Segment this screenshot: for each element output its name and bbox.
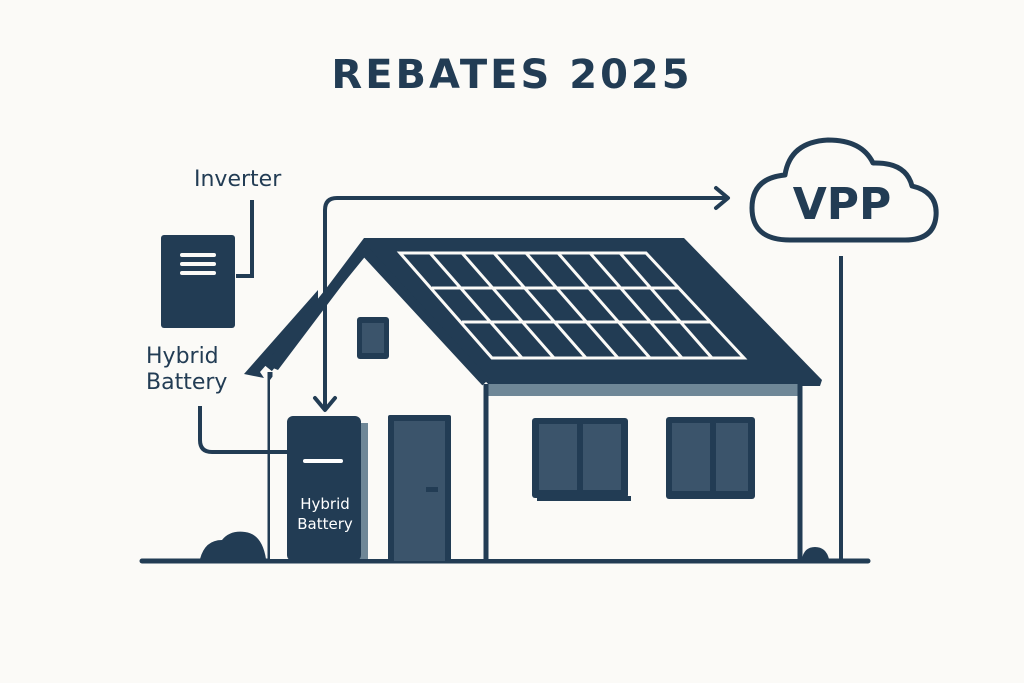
hybrid-battery-label-line1: Hybrid: [146, 344, 219, 369]
solar-panel-icon: [396, 251, 748, 360]
battery-unit-label-line2: Battery: [297, 515, 353, 533]
window-left-icon: [532, 418, 631, 501]
door-icon: [388, 415, 451, 561]
cloud-icon: [749, 137, 939, 243]
shrub-left-icon: [200, 531, 266, 559]
vpp-label: VPP: [792, 179, 892, 230]
hybrid-battery-label: Hybrid Battery: [146, 344, 227, 396]
inverter-box-icon: [161, 235, 235, 328]
battery-unit-icon: [287, 416, 368, 561]
window-right-icon: [666, 417, 755, 499]
battery-unit-label-line1: Hybrid: [300, 495, 350, 513]
shrub-right-icon: [802, 547, 829, 559]
battery-unit-label: Hybrid Battery: [289, 494, 361, 534]
battery-connector-line: [198, 406, 288, 454]
inverter-label: Inverter: [194, 167, 282, 192]
diagram-title: REBATES 2025: [331, 52, 693, 98]
house-left-roof-icon: [244, 290, 318, 378]
battery-to-vpp-arrow: [313, 186, 730, 412]
inverter-connector-line: [236, 200, 254, 278]
hybrid-battery-label-line2: Battery: [146, 370, 228, 395]
